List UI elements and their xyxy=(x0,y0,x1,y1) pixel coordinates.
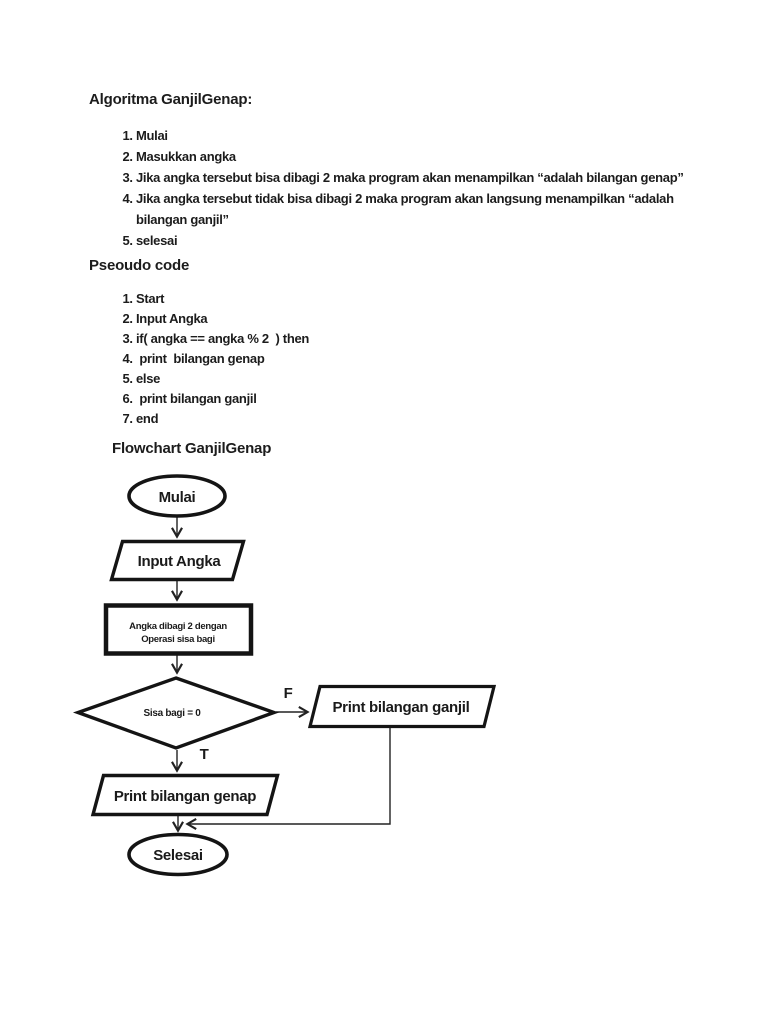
input-parallelogram-shape xyxy=(109,539,246,582)
process-node-label-line1: Angka dibagi 2 dengan xyxy=(129,621,227,632)
print-odd-node-label: Print bilangan ganjil xyxy=(332,699,469,716)
process-node-label-line2: Operasi sisa bagi xyxy=(141,634,215,645)
decision-node-label: Sisa bagi = 0 xyxy=(144,708,202,719)
pseudocode-step: end xyxy=(136,409,636,429)
end-terminator-shape xyxy=(127,832,229,877)
arrow-printodd-to-end xyxy=(188,727,391,824)
start-terminator-shape xyxy=(127,474,227,518)
pseudocode-step: print bilangan genap xyxy=(136,349,636,369)
end-node-label: Selesai xyxy=(153,847,203,864)
algorithm-list: Mulai Masukkan angka Jika angka tersebut… xyxy=(90,125,768,251)
algorithm-heading: Algoritma GanjilGenap: xyxy=(89,91,253,108)
process-rectangle-shape xyxy=(103,603,254,656)
false-branch-label: F xyxy=(284,685,293,702)
pseudocode-step: else xyxy=(136,369,636,389)
flowchart-diagram: Mulai Input Angka Angka dibagi 2 dengan … xyxy=(72,474,497,877)
start-node-label: Mulai xyxy=(159,489,196,506)
pseudocode-step: Input Angka xyxy=(136,309,636,329)
pseudocode-step: Start xyxy=(136,289,636,309)
pseudocode-step: print bilangan ganjil xyxy=(136,389,636,409)
print-even-parallelogram-shape xyxy=(90,773,280,817)
algorithm-step: Jika angka tersebut bisa dibagi 2 maka p… xyxy=(136,167,768,188)
true-branch-label: T xyxy=(200,746,209,763)
decision-diamond-shape xyxy=(72,676,280,750)
print-even-node-label: Print bilangan genap xyxy=(114,788,256,805)
algorithm-step: Masukkan angka xyxy=(136,146,768,167)
pseudocode-list: Start Input Angka if( angka == angka % 2… xyxy=(90,289,636,429)
input-node-label: Input Angka xyxy=(138,553,222,570)
print-odd-parallelogram-shape xyxy=(307,684,497,729)
algorithm-step: Mulai xyxy=(136,125,768,146)
pseudocode-step: if( angka == angka % 2 ) then xyxy=(136,329,636,349)
algorithm-step: selesai xyxy=(136,230,768,251)
algorithm-step: Jika angka tersebut tidak bisa dibagi 2 … xyxy=(136,188,768,230)
flowchart-heading: Flowchart GanjilGenap xyxy=(112,440,272,457)
pseudocode-heading: Pseoudo code xyxy=(89,257,190,274)
